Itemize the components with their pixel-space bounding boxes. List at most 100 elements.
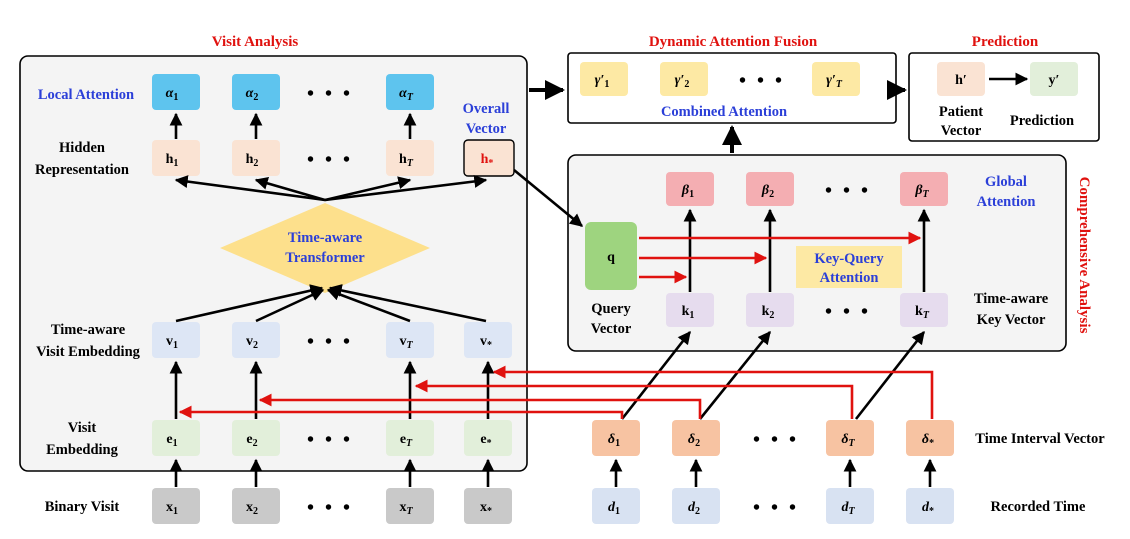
key-query-label-1: Key-Query [814, 251, 884, 267]
transformer-label-1: Time-aware [288, 230, 363, 246]
e-1-text: e1 [166, 432, 177, 449]
k-cell-T [900, 293, 948, 327]
gamma-cell-2 [660, 62, 708, 96]
key-to-beta-arrows [683, 208, 931, 292]
alpha-ellipsis: • • • [307, 83, 353, 105]
d-2-text: d2 [688, 500, 700, 517]
beta-ellipsis: • • • [825, 180, 871, 202]
e-2-text: e2 [246, 432, 257, 449]
hidden-rep-label-1: Hidden [59, 140, 105, 156]
hidden-cell-T [386, 140, 434, 176]
e-cell-1 [152, 420, 200, 456]
visit-analysis-arrows [169, 112, 584, 487]
hidden-cell-2 [232, 140, 280, 176]
d-ellipsis: • • • [753, 497, 799, 519]
beta-2-text: β2 [761, 183, 774, 200]
visit-emb-label-2: Embedding [46, 442, 118, 458]
k-T-text: kT [915, 304, 930, 321]
beta-cell-2 [746, 172, 794, 206]
time-aware-transformer [220, 203, 430, 293]
delta-2-text: δ2 [688, 432, 700, 449]
global-attention-label-2: Attention [977, 194, 1036, 210]
x-2-text: x2 [246, 500, 258, 517]
x-cell-1 [152, 488, 200, 524]
d-star-text: d* [922, 500, 934, 517]
gamma-1-text: γ′1 [595, 73, 610, 90]
section-title-visit-analysis: Visit Analysis [212, 34, 299, 50]
panel-flow-arrows [529, 80, 907, 153]
gamma-cell-1 [580, 62, 628, 96]
e-cell-T [386, 420, 434, 456]
d-1-text: d1 [608, 500, 620, 517]
hidden-1-text: h1 [166, 152, 179, 169]
transformer-label-2: Transformer [285, 250, 365, 266]
overall-vector-label-2: Vector [466, 121, 507, 137]
d-cell-T [826, 488, 874, 524]
gamma-row: γ′1 γ′2 • • • γ′T [580, 62, 860, 96]
v-T-text: vT [399, 334, 413, 351]
alpha-1-text: α1 [166, 86, 179, 103]
ta-visit-emb-label-2: Visit Embedding [36, 344, 141, 360]
section-title-comprehensive-analysis: Comprehensive Analysis [1076, 177, 1092, 334]
e-cell-star [464, 420, 512, 456]
patient-vector-label-2: Vector [941, 123, 982, 139]
patient-vector-label-1: Patient [939, 104, 983, 120]
d-row: d1 d2 • • • dT d* [592, 488, 954, 524]
v-ellipsis: • • • [307, 331, 353, 353]
alpha-2-text: α2 [246, 86, 259, 103]
query-attention-arrows [639, 231, 922, 284]
d-cell-star [906, 488, 954, 524]
section-title-prediction: Prediction [972, 34, 1039, 50]
combined-attention-label: Combined Attention [661, 104, 787, 120]
k-ellipsis: • • • [825, 301, 871, 323]
k-cell-2 [746, 293, 794, 327]
k-cell-1 [666, 293, 714, 327]
hidden-rep-label-2: Representation [35, 162, 129, 178]
delta-cell-1 [592, 420, 640, 456]
e-cell-2 [232, 420, 280, 456]
time-interval-vector-label: Time Interval Vector [975, 431, 1105, 447]
query-vector-cell [585, 222, 637, 290]
y-prime-cell [1030, 62, 1078, 96]
delta-to-key-arrows [620, 330, 926, 420]
d-cell-1 [592, 488, 640, 524]
gamma-ellipsis: • • • [739, 70, 785, 92]
delta-star-text: δ* [922, 432, 934, 449]
delta-T-text: δT [841, 432, 855, 449]
delta-1-text: δ1 [608, 432, 620, 449]
beta-cell-1 [666, 172, 714, 206]
prediction-output-label: Prediction [1010, 113, 1074, 129]
h-prime-text: h′ [955, 73, 967, 88]
v-row: v1 v2 • • • vT v* [152, 322, 512, 358]
gamma-cell-T [812, 62, 860, 96]
e-T-text: eT [400, 432, 413, 449]
x-1-text: x1 [166, 500, 178, 517]
ta-key-vector-label-2: Key Vector [977, 312, 1046, 328]
hidden-cell-star [463, 139, 515, 177]
global-attention-label-1: Global [985, 174, 1027, 190]
x-row: x1 x2 • • • xT x* [152, 488, 512, 524]
ta-visit-emb-label-1: Time-aware [51, 322, 126, 338]
k-row: k1 k2 • • • kT [666, 293, 948, 327]
query-vector-label-1: Query [591, 301, 631, 317]
x-cell-star [464, 488, 512, 524]
x-cell-2 [232, 488, 280, 524]
k-2-text: k2 [762, 304, 775, 321]
alpha-T-text: αT [399, 86, 414, 103]
hidden-cell-1 [152, 140, 200, 176]
query-q-text: q [607, 250, 615, 265]
delta-to-embedding-arrows [178, 365, 934, 419]
v-star-text: v* [480, 334, 492, 351]
x-cell-T [386, 488, 434, 524]
visit-emb-label-1: Visit [68, 420, 97, 436]
e-row: e1 e2 • • • eT e* [152, 420, 512, 456]
delta-cell-2 [672, 420, 720, 456]
beta-1-text: β1 [681, 183, 694, 200]
e-ellipsis: • • • [307, 429, 353, 451]
delta-cell-star [906, 420, 954, 456]
alpha-cell-1 [152, 74, 200, 110]
query-vector-label-2: Vector [591, 321, 632, 337]
hidden-ellipsis: • • • [307, 149, 353, 171]
key-query-label-2: Attention [820, 270, 879, 286]
